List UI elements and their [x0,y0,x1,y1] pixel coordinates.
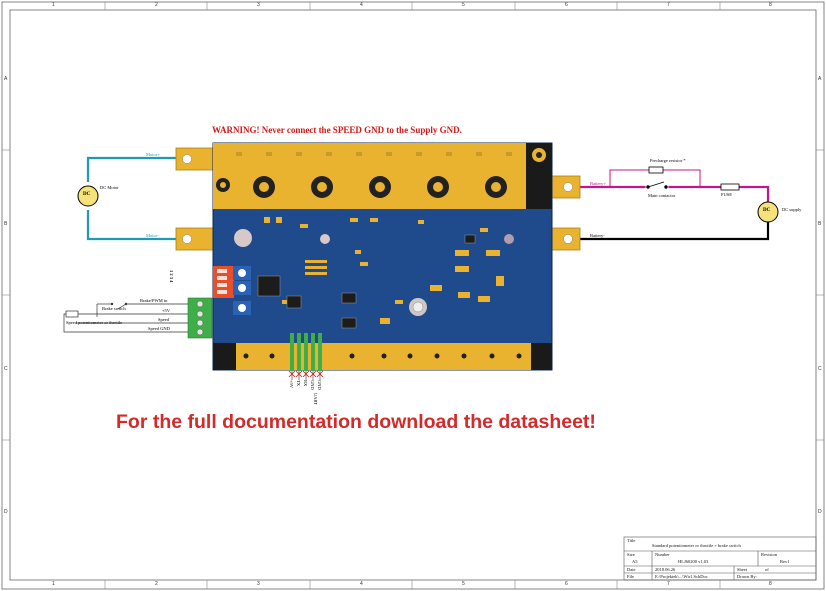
capacitor [412,301,424,313]
uart-x-marks [288,370,324,378]
row-label-c: C [4,366,8,372]
precharge-resistor [648,166,664,174]
tb-revision-label: Revision [761,552,778,557]
tb-title-label: Title [627,538,636,543]
dc-supply-symbol [757,201,779,223]
tb-number-value: HLJ60200 v1.03 [678,559,709,564]
tb-revision-value: Rev1 [780,559,790,564]
col-label-3: 3 [257,2,260,8]
plus5v-label: +5V [162,308,171,313]
motor-plus-label: Motor+ [146,152,160,157]
tb-size-label: Size [627,552,635,557]
pot-label: Speed potentiometer or throttle [66,320,123,325]
col-label-4-bottom: 4 [360,581,363,587]
tb-size-value: A5 [632,559,638,564]
ic-chips [257,234,476,329]
tb-drawn-label: Drawn By: [737,574,757,579]
lug-holes [182,154,573,244]
col-label-6-bottom: 6 [565,581,568,587]
col-label-4: 4 [360,2,363,8]
row-label-a-right: A [818,76,822,82]
tb-date-label: Date [627,567,636,572]
row-label-a: A [4,76,8,82]
col-label-1: 1 [52,2,55,8]
pin-label-rx: RX [303,380,308,387]
supply-label: DC supply [782,207,802,212]
supply-symbol-text: DC [763,208,771,213]
mosfet-screws [216,148,546,198]
row-label-b-right: B [818,221,822,227]
tb-title-value: Standard potentiometer or throttle + bra… [652,543,741,548]
bottom-pin-header [290,333,322,371]
motor-symbol-text: DC [83,192,91,197]
col-label-2-bottom: 2 [155,581,158,587]
tb-sheet-label: Sheet [737,567,747,572]
title-block [623,536,817,581]
header-pins-label: 1 2 3 4 [169,270,174,283]
uart-wires [291,371,321,380]
col-label-8: 8 [769,2,772,8]
pin-label-5v: +5V [289,380,294,389]
brake-pwm-label: Brake/PWM in [140,298,168,303]
col-label-2: 2 [155,2,158,8]
col-label-6: 6 [565,2,568,8]
terminal-screws [196,300,204,336]
battery-minus-label: Battery- [590,233,605,238]
pcb-black-corner-left [213,343,236,370]
speed-potentiometer [65,310,79,318]
fuse [720,183,740,191]
copper-pads [236,152,512,156]
col-label-8-bottom: 8 [769,581,772,587]
motor-minus-label: Motor- [146,233,159,238]
pcb-black-corner-right [531,343,552,370]
col-label-1-bottom: 1 [52,581,55,587]
datasheet-headline: For the full documentation download the … [116,411,596,433]
col-label-7: 7 [667,2,670,8]
dc-motor-symbol [77,185,99,207]
trimmer-potentiometers [233,266,251,315]
col-label-5-bottom: 5 [462,581,465,587]
main-contactor [645,181,669,191]
row-label-d: D [4,509,8,515]
brake-switch [110,302,128,306]
power-lugs [175,147,581,251]
contactor-label: Main contactor [648,193,676,198]
fuse-label: FUSE [721,192,733,197]
pin-label-gnd-2: GND [317,380,322,390]
pcb-copper-top [213,143,526,209]
tb-date-value: 2018.06.26 [655,567,676,572]
row-label-b: B [4,221,8,227]
supply-wires [580,169,770,241]
speed-gnd-label: Speed GND [148,326,170,331]
dip-switch-levers [217,269,227,294]
pin-label-tx: TX [296,380,301,386]
smd-components [264,217,504,324]
speed-label: Speed [158,317,169,322]
warning-text: WARNING! Never connect the SPEED GND to … [212,125,462,135]
col-label-5: 5 [462,2,465,8]
row-label-d-right: D [818,509,822,515]
brake-switch-label: Brake switch [102,306,126,311]
tb-file-label: File [627,574,635,579]
bottom-row-screws [243,353,522,359]
tb-number-label: Number [655,552,670,557]
pin-label-gnd-1: GND [310,380,315,390]
pin-label-uart: UART [313,393,318,405]
battery-plus-label: Battery+ [590,181,606,186]
motor-wires [86,156,180,241]
row-label-c-right: C [818,366,822,372]
col-label-7-bottom: 7 [667,581,670,587]
precharge-label: Precharge resistor * [650,158,686,163]
tb-sheet-value: of [765,567,769,572]
motor-label: DC Motor [100,185,119,190]
col-label-3-bottom: 3 [257,581,260,587]
tb-file-value: E:\Projektek\...\Wir1.SchDoc [655,574,708,579]
